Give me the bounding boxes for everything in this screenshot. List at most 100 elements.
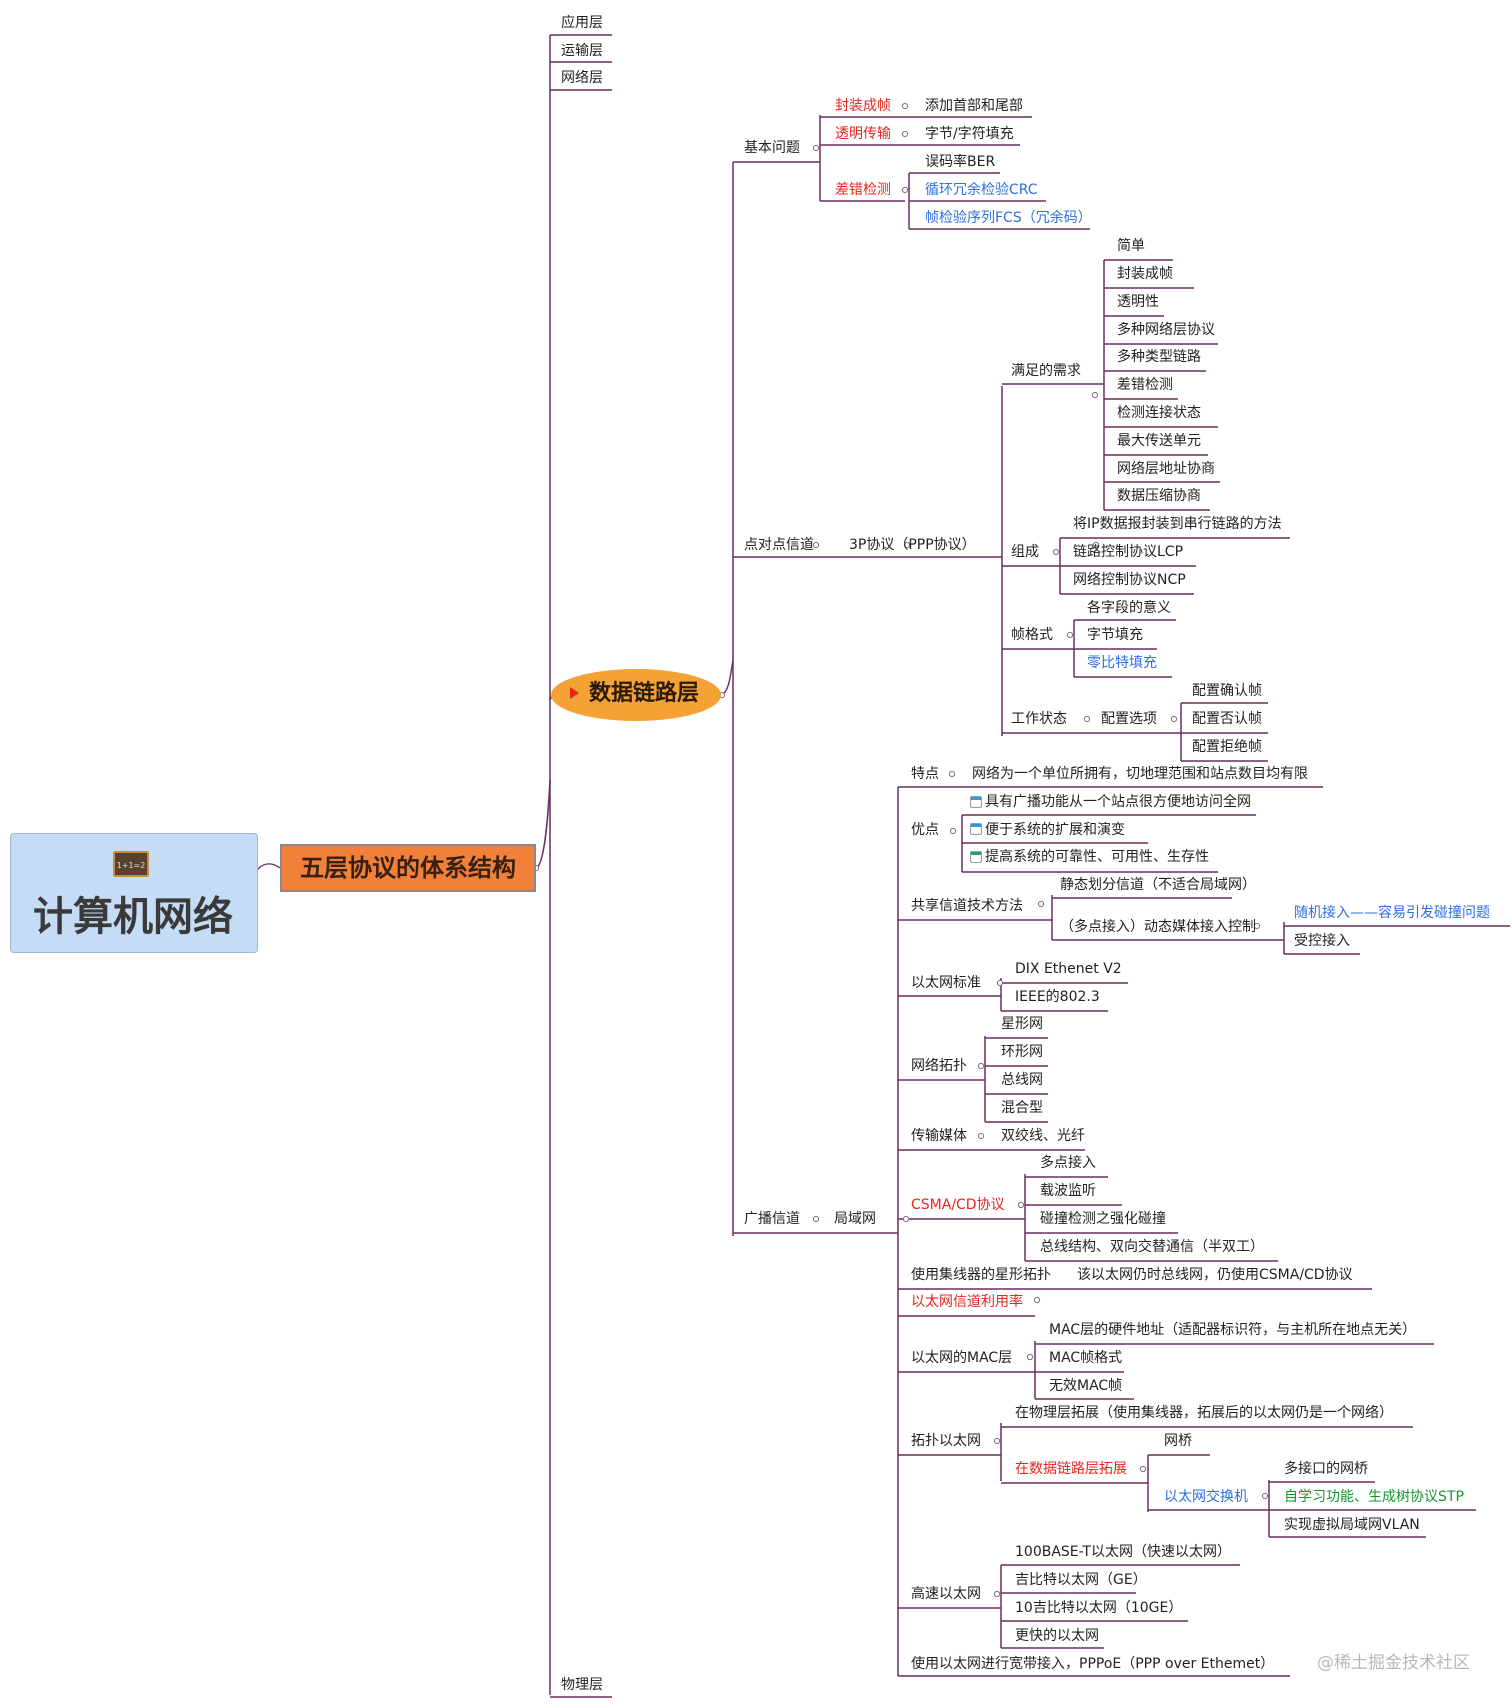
topology-item[interactable]: 总线网 [1001,1072,1043,1088]
extend-datalink[interactable]: 在数据链路层拓展 [1015,1461,1127,1477]
standard-item[interactable]: IEEE的802.3 [1015,989,1100,1005]
topic-feature[interactable]: 特点 [911,766,939,782]
composition-item[interactable]: 网络控制协议NCP [1073,572,1186,588]
topic-requirements[interactable]: 满足的需求 [1011,363,1081,379]
topic-crc[interactable]: 循环冗余检验CRC [925,182,1038,198]
advantage-item[interactable]: 便于系统的扩展和演变 [985,822,1125,838]
topic-transmission-media[interactable]: 传输媒体 [911,1128,967,1144]
frame-item[interactable]: 字节填充 [1087,627,1143,643]
topic-extend-ethernet[interactable]: 拓扑以太网 [911,1433,981,1449]
collapse-dot [1066,631,1074,639]
topic-network-topology[interactable]: 网络拓扑 [911,1058,967,1074]
req-item[interactable]: 网络层地址协商 [1117,461,1215,477]
topic-network-layer[interactable]: 网络层 [561,70,603,86]
topic-basic-problems[interactable]: 基本问题 [744,140,800,156]
req-item[interactable]: 最大传送单元 [1117,433,1201,449]
req-item[interactable]: 简单 [1117,238,1145,254]
number-3-icon [970,851,982,863]
topic-application-layer[interactable]: 应用层 [561,15,603,31]
highspeed-item[interactable]: 100BASE-T以太网（快速以太网） [1015,1544,1231,1560]
topic-config-option[interactable]: 配置选项 [1101,711,1157,727]
highspeed-item[interactable]: 10吉比特以太网（10GE） [1015,1600,1183,1616]
shared-static[interactable]: 静态划分信道（不适合局域网） [1060,877,1256,893]
topic-shared-channel[interactable]: 共享信道技术方法 [911,898,1023,914]
topology-item[interactable]: 混合型 [1001,1100,1043,1116]
topic-broadcast-channel[interactable]: 广播信道 [744,1211,800,1227]
frame-item[interactable]: 各字段的意义 [1087,600,1171,616]
topic-datalink-layer[interactable] [551,669,721,721]
collapse-dot [1261,1492,1269,1500]
collapse-dot [812,541,820,549]
topic-five-layer-architecture[interactable]: 五层协议的体系结构 [280,844,536,892]
topic-framing-detail[interactable]: 添加首部和尾部 [925,98,1023,114]
advantage-item[interactable]: 提高系统的可靠性、可用性、生存性 [985,849,1209,865]
extend-physical[interactable]: 在物理层拓展（使用集线器，拓展后的以太网仍是一个网络） [1015,1405,1393,1421]
highspeed-item[interactable]: 吉比特以太网（GE） [1015,1572,1147,1588]
composition-item[interactable]: 链路控制协议LCP [1073,544,1184,560]
state-item[interactable]: 配置确认帧 [1192,683,1262,699]
feature-detail[interactable]: 网络为一个单位所拥有，切地理范围和站点数目均有限 [972,766,1308,782]
topology-item[interactable]: 环形网 [1001,1044,1043,1060]
req-item[interactable]: 多种类型链路 [1117,349,1201,365]
topic-ethernet-standard[interactable]: 以太网标准 [911,975,981,991]
shared-controlled-access[interactable]: 受控接入 [1294,933,1350,949]
composition-item[interactable]: 将IP数据报封装到串行链路的方法 [1073,516,1282,532]
topic-transport-layer[interactable]: 运输层 [561,43,603,59]
collapse-dot [1253,922,1261,930]
req-item[interactable]: 透明性 [1117,294,1159,310]
collapse-dot [948,770,956,778]
media-detail[interactable]: 双绞线、光纤 [1001,1128,1085,1144]
csma-item[interactable]: 碰撞检测之强化碰撞 [1040,1211,1166,1227]
flag-icon [570,687,579,699]
topic-pppoe[interactable]: 使用以太网进行宽带接入，PPPoE（PPP over Ethemet） [911,1656,1275,1672]
topic-transparent-transfer[interactable]: 透明传输 [835,126,891,142]
collapse-dot [993,1590,1001,1598]
switch-item[interactable]: 多接口的网桥 [1284,1461,1368,1477]
topic-mac-layer[interactable]: 以太网的MAC层 [911,1350,1013,1366]
topic-transparent-detail[interactable]: 字节/字符填充 [925,126,1014,142]
advantage-item[interactable]: 具有广播功能从一个站点很方便地访问全网 [985,794,1251,810]
topology-item[interactable]: 星形网 [1001,1016,1043,1032]
topic-advantages[interactable]: 优点 [911,822,939,838]
csma-item[interactable]: 载波监听 [1040,1183,1096,1199]
datalink-layer-label: 数据链路层 [588,681,699,706]
shared-dynamic[interactable]: （多点接入）动态媒体接入控制 [1060,919,1256,935]
mac-item[interactable]: MAC帧格式 [1049,1350,1123,1366]
switch-item[interactable]: 实现虚拟局域网VLAN [1284,1517,1420,1533]
topic-physical-layer[interactable]: 物理层 [561,1677,603,1693]
topic-lan[interactable]: 局域网 [834,1211,876,1227]
topic-point-to-point[interactable]: 点对点信道 [744,537,814,553]
highspeed-item[interactable]: 更快的以太网 [1015,1628,1099,1644]
req-item[interactable]: 数据压缩协商 [1117,488,1201,504]
topic-ppp[interactable]: 3P协议（PPP协议） [849,537,976,553]
topic-ber[interactable]: 误码率BER [925,154,996,170]
topic-fcs[interactable]: 帧检验序列FCS（冗余码） [925,210,1092,226]
req-item[interactable]: 封装成帧 [1117,266,1173,282]
hub-detail[interactable]: 该以太网仍时总线网，仍使用CSMA/CD协议 [1077,1267,1353,1283]
mac-item[interactable]: MAC层的硬件地址（适配器标识符，与主机所在地点无关） [1049,1322,1417,1338]
topic-composition[interactable]: 组成 [1011,544,1039,560]
topic-framing[interactable]: 封装成帧 [835,98,891,114]
req-item[interactable]: 多种网络层协议 [1117,322,1215,338]
topic-error-detection[interactable]: 差错检测 [835,182,891,198]
extend-bridge[interactable]: 网桥 [1164,1433,1192,1449]
req-item[interactable]: 检测连接状态 [1117,405,1201,421]
topic-hub-star[interactable]: 使用集线器的星形拓扑 [911,1267,1051,1283]
state-item[interactable]: 配置拒绝帧 [1192,739,1262,755]
topic-frame-format[interactable]: 帧格式 [1011,627,1053,643]
switch-item[interactable]: 自学习功能、生成树协议STP [1284,1489,1464,1505]
topic-channel-utilization[interactable]: 以太网信道利用率 [911,1294,1023,1310]
mac-item[interactable]: 无效MAC帧 [1049,1378,1123,1394]
standard-item[interactable]: DIX Ethenet V2 [1015,961,1122,977]
topic-fast-ethernet[interactable]: 高速以太网 [911,1586,981,1602]
topic-working-state[interactable]: 工作状态 [1011,711,1067,727]
state-item[interactable]: 配置否认帧 [1192,711,1262,727]
extend-switch[interactable]: 以太网交换机 [1164,1489,1248,1505]
frame-item[interactable]: 零比特填充 [1087,655,1157,671]
topic-csma-cd[interactable]: CSMA/CD协议 [911,1197,1005,1213]
shared-random-access[interactable]: 随机接入——容易引发碰撞问题 [1294,905,1490,921]
csma-item[interactable]: 总线结构、双向交替通信（半双工） [1040,1239,1264,1255]
req-item[interactable]: 差错检测 [1117,377,1173,393]
collapse-dot [1037,900,1045,908]
csma-item[interactable]: 多点接入 [1040,1155,1096,1171]
